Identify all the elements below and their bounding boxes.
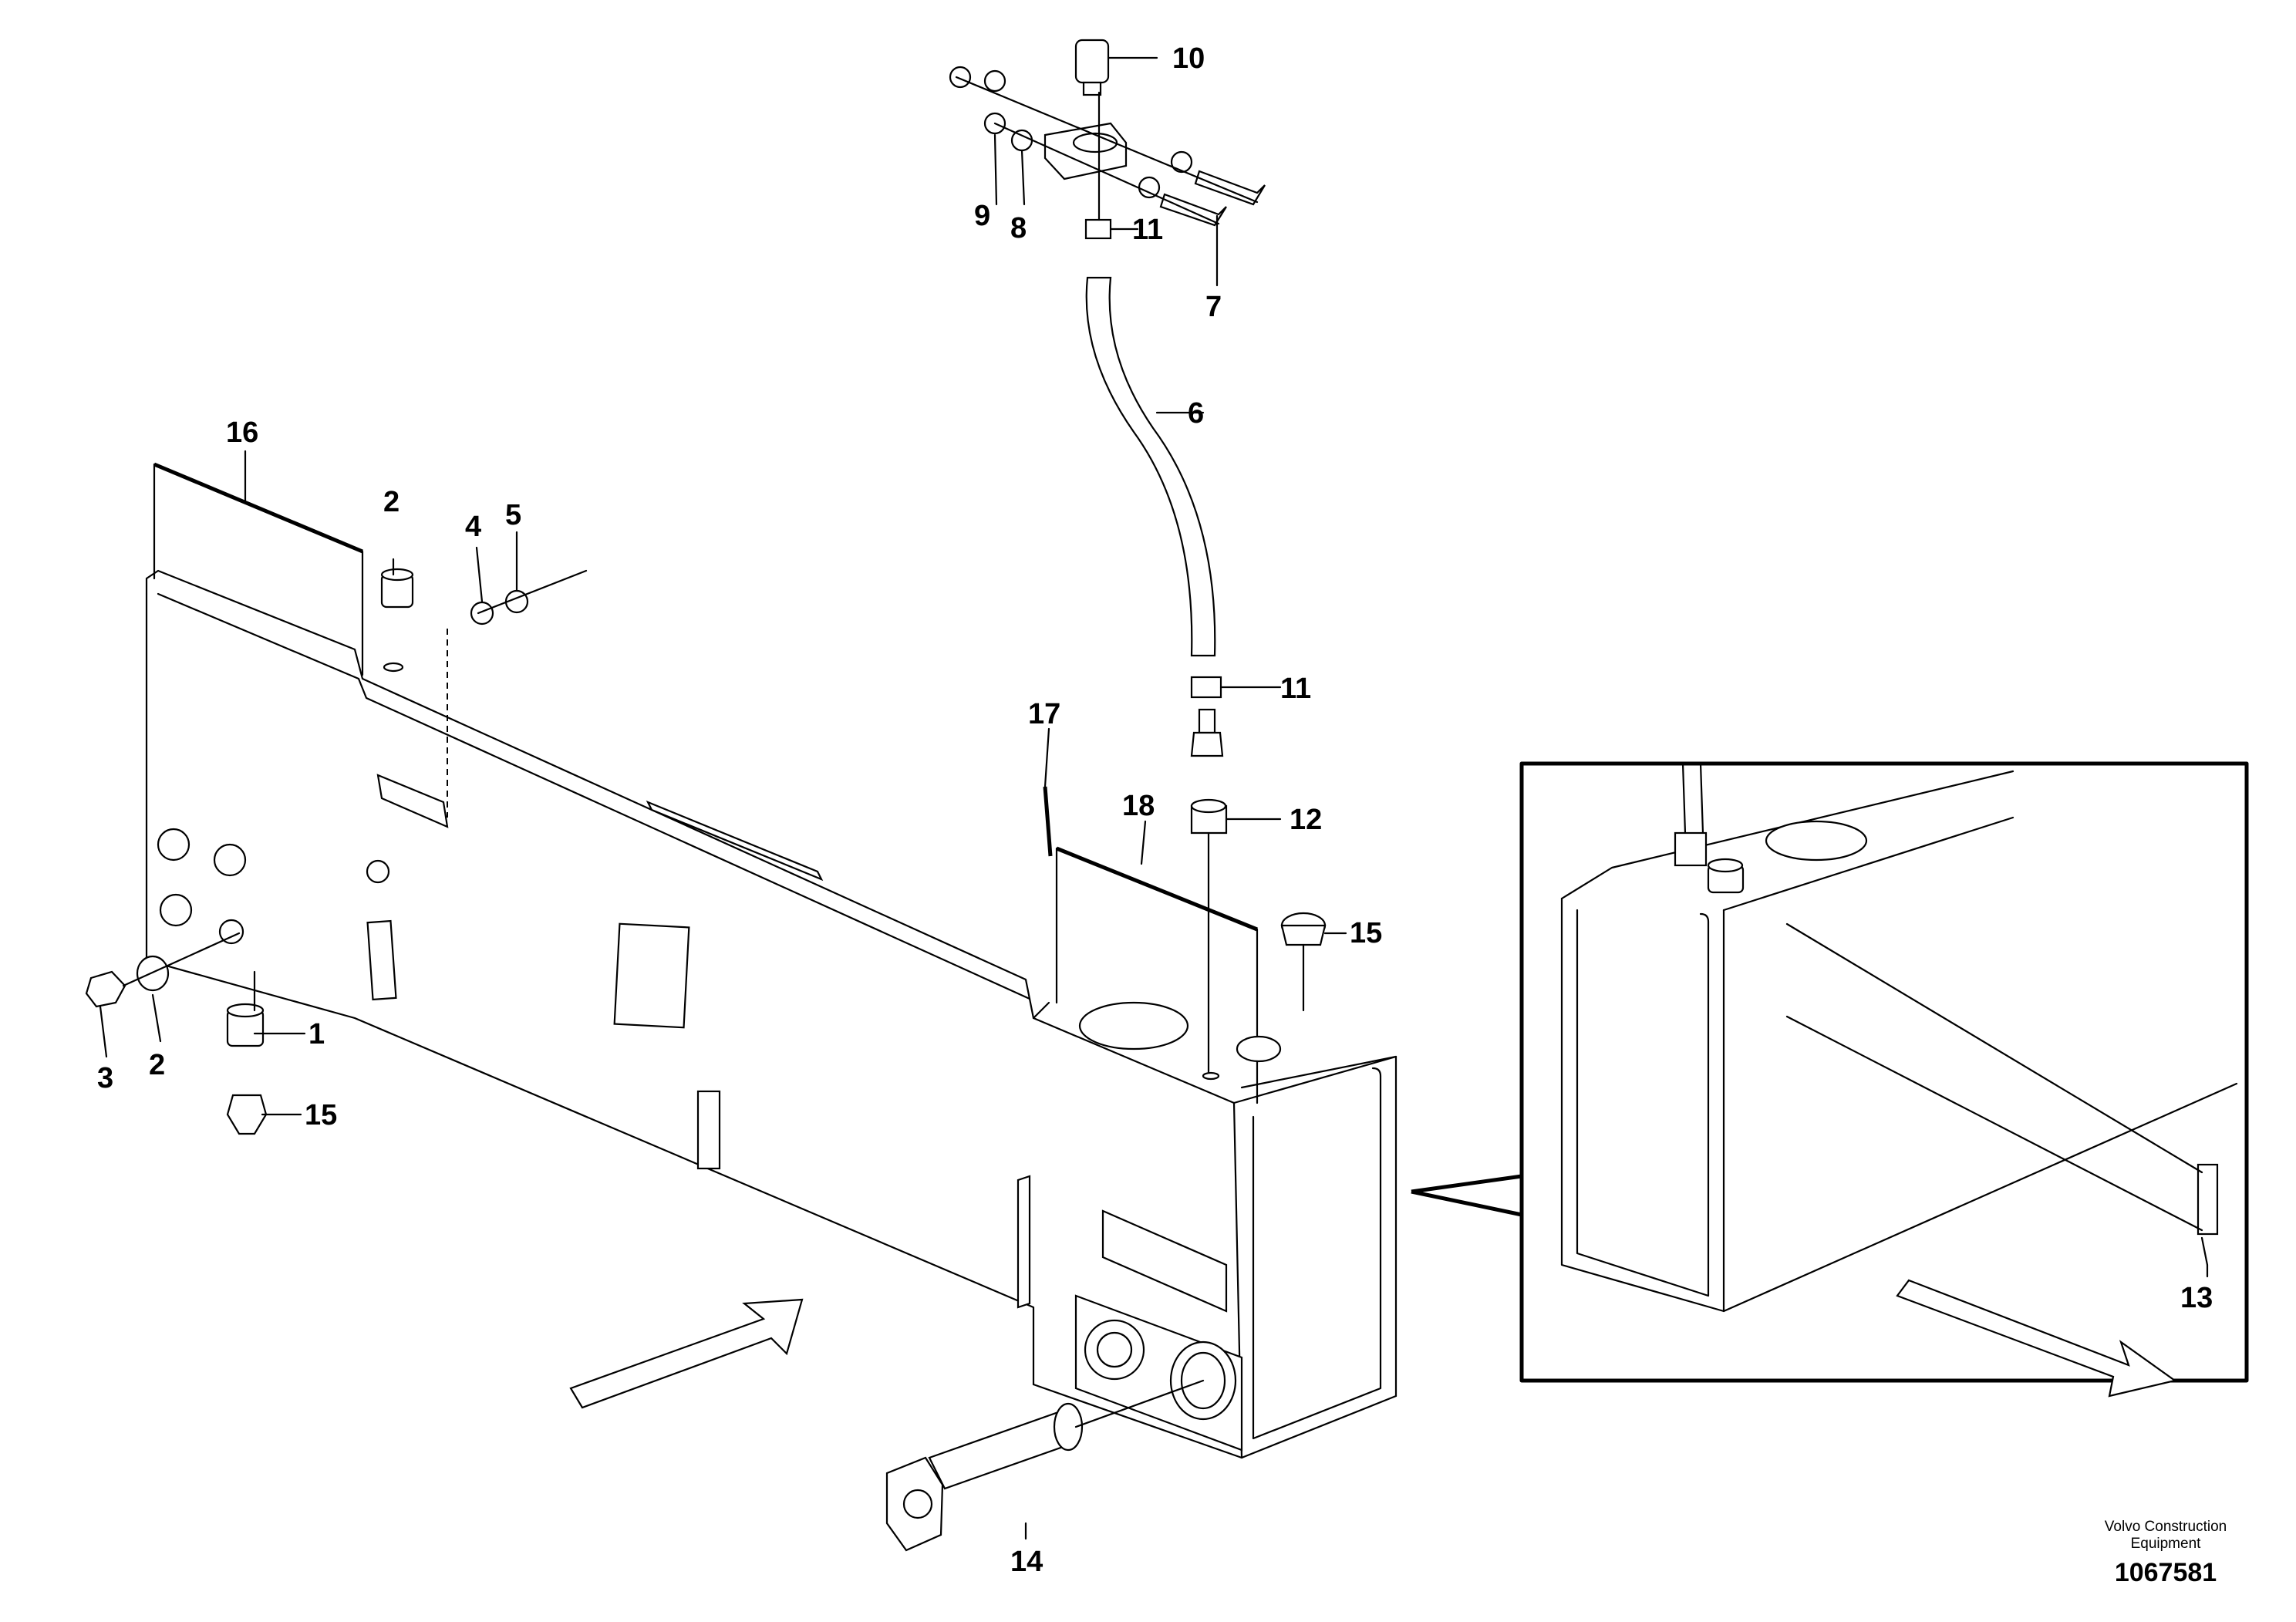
callout-12: 12 [1290,804,1322,836]
callout-7: 7 [1205,291,1222,323]
callout-11: 11 [1132,214,1163,246]
callout-17: 17 [1028,698,1060,730]
breather-assembly [949,39,1266,1074]
document-number: 1067581 [2115,1558,2217,1587]
direction-arrow-left [569,1298,804,1409]
callout-16: 16 [226,416,258,449]
callout-2: 2 [383,486,400,518]
callout-10: 10 [1172,42,1205,75]
publisher-line-1: Volvo Construction [2105,1519,2227,1535]
rod-17 [1043,786,1053,857]
tank-body [145,569,1397,1459]
leader-lines [99,56,2209,1540]
callout-4: 4 [465,511,481,543]
callout-18: 18 [1122,790,1155,822]
callout-5: 5 [505,499,521,531]
callout-11: 11 [1280,673,1311,705]
callout-1: 1 [308,1018,325,1050]
callout-13: 13 [2180,1282,2213,1314]
publisher-line-2: Equipment [2131,1536,2202,1552]
cover-plate-16 [153,462,364,676]
callout-15: 15 [1350,917,1382,949]
callout-8: 8 [1010,212,1027,244]
publisher-credit: Volvo Construction Equipment 1067581 [2105,1519,2227,1587]
callout-labels: 1 2 2 3 4 5 6 7 8 9 10 11 11 12 13 14 15… [97,42,2213,1578]
inset-detail-view [1411,761,2249,1398]
cover-plate-18 [1055,846,1259,1104]
callout-6: 6 [1188,397,1204,430]
callout-3: 3 [97,1062,113,1094]
callout-15: 15 [305,1099,337,1131]
callout-2: 2 [149,1049,165,1081]
left-fasteners [85,568,1327,1135]
callout-14: 14 [1010,1546,1043,1578]
callout-9: 9 [974,200,990,232]
drain-pipe-14 [885,1379,1205,1552]
